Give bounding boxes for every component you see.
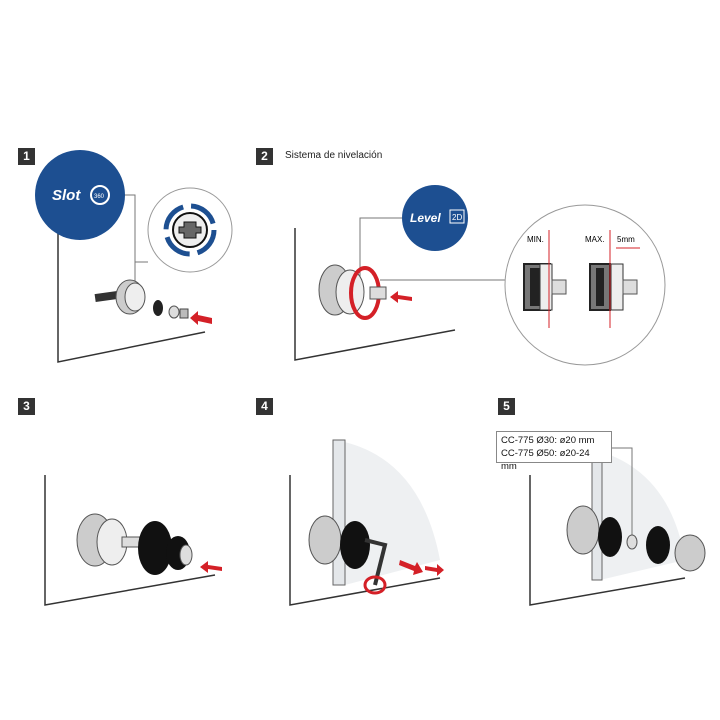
step-number-4: 4 [256, 398, 273, 415]
step-2-illustration: Level 2D MIN. MAX. 5mm [294, 185, 666, 366]
slot-badge-circle [35, 150, 125, 240]
step-3-illustration [44, 475, 222, 606]
step-1-illustration: Slot 360 [35, 150, 233, 363]
step-4-illustration [289, 439, 444, 606]
svg-text:MIN.: MIN. [527, 235, 544, 244]
step-number-5: 5 [498, 398, 515, 415]
svg-text:2D: 2D [452, 213, 462, 222]
red-arrow-icon [390, 291, 412, 303]
spec-line: CC-775 Ø30: ø20 mm [501, 435, 595, 446]
svg-text:360: 360 [94, 194, 105, 200]
level-badge-circle [402, 185, 468, 251]
red-arrow-icon [200, 561, 222, 573]
red-arrow-icon [399, 560, 423, 575]
step-5-illustration [529, 447, 706, 606]
red-arrow-icon [190, 311, 212, 325]
svg-text:MAX.: MAX. [585, 235, 605, 244]
step-number-1: 1 [18, 148, 35, 165]
spec-box: CC-775 Ø30: ø20 mm CC-775 Ø50: ø20-24 mm [496, 431, 612, 472]
step-2-caption: Sistema de nivelación [285, 150, 383, 161]
svg-text:Level: Level [410, 211, 441, 225]
step-number-3: 3 [18, 398, 35, 415]
spec-line: CC-775 Ø50: ø20-24 mm [501, 448, 590, 472]
step-number-2: 2 [256, 148, 273, 165]
detail-magnifier [504, 204, 666, 366]
red-arrow-icon [425, 564, 444, 576]
svg-text:5mm: 5mm [617, 235, 635, 244]
slot-badge-label: Slot [52, 187, 81, 204]
